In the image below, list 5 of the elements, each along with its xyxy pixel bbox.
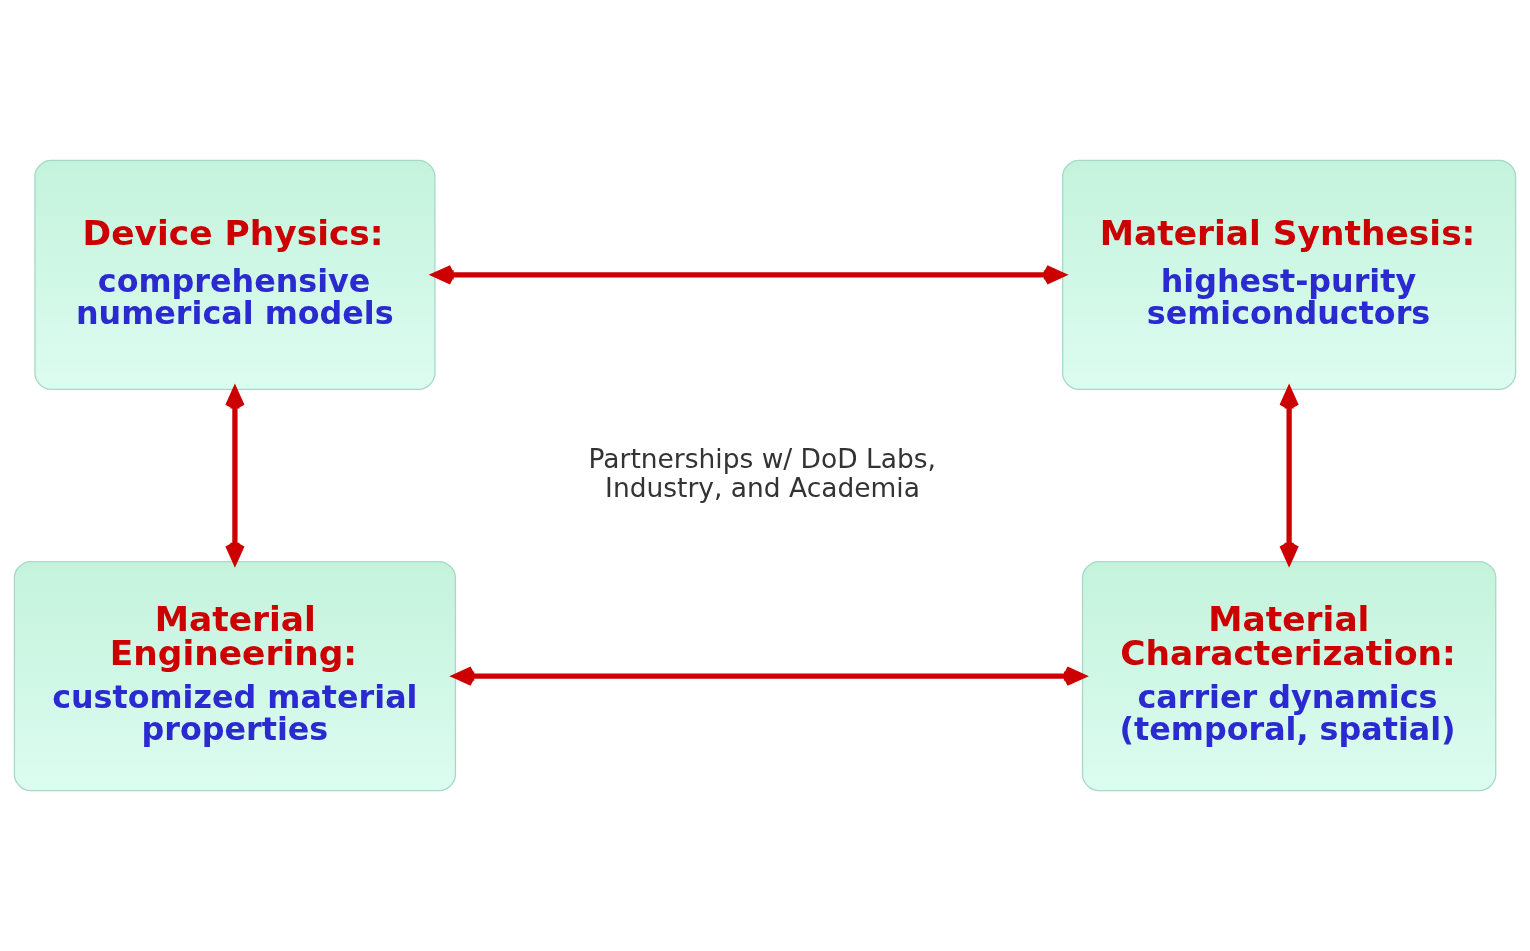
label: Partnerships w/ DoD Labs, Industry, and Academia <box>588 442 936 503</box>
node-box: Material Synthesis: highest-purity semiconductors <box>1062 159 1517 391</box>
node-box: Device Physics: comprehensive numerical models <box>34 159 436 391</box>
node-box: Material Engineering: customized material properties <box>13 560 457 792</box>
node-box: Material Characterization: carrier dynamics (temporal, spatial) <box>1081 560 1497 792</box>
